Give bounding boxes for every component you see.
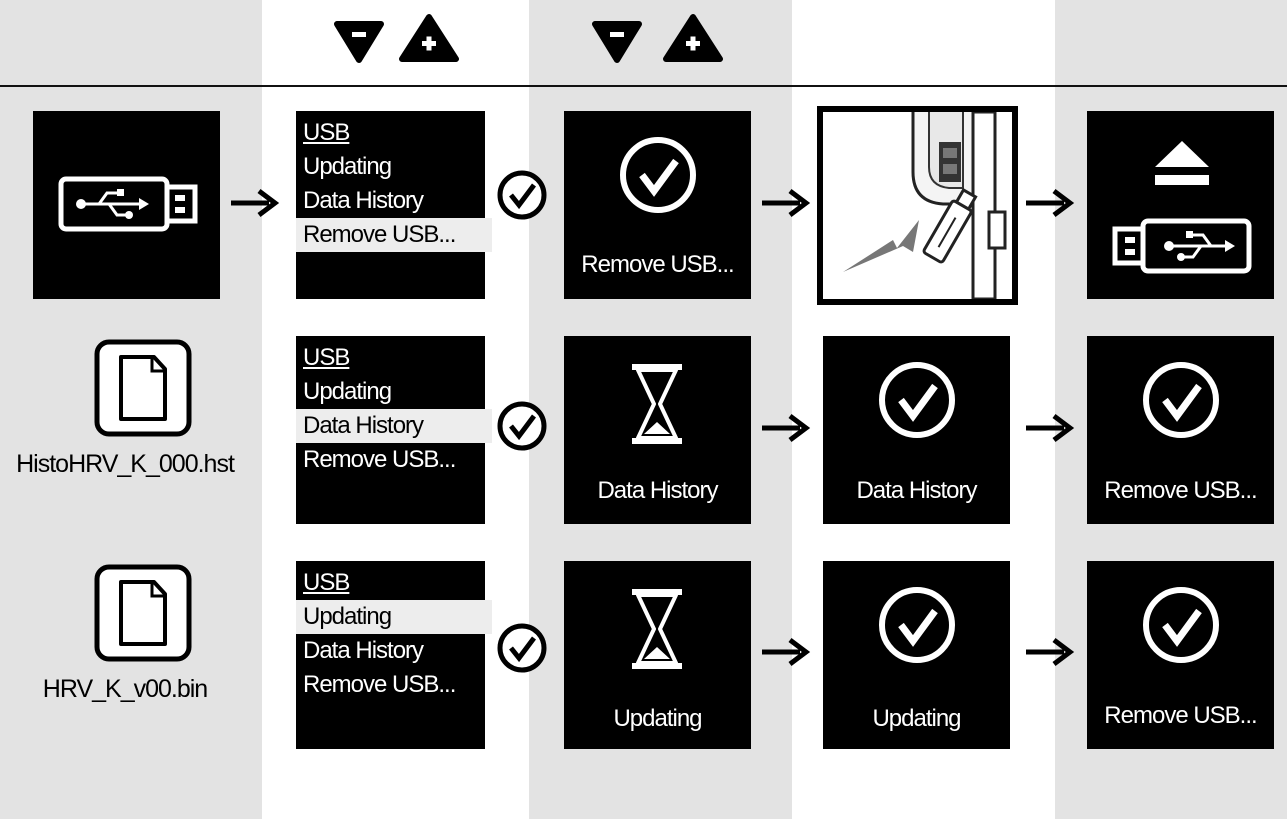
plus-button-icon bbox=[398, 13, 460, 63]
plus-button-icon bbox=[662, 13, 724, 63]
flow-arrow bbox=[1024, 636, 1076, 668]
usb-drive-panel bbox=[33, 111, 220, 299]
minus-button-icon bbox=[333, 18, 385, 63]
confirm-check-icon bbox=[496, 622, 548, 674]
usb-drive-icon bbox=[1112, 218, 1252, 274]
check-circle-icon bbox=[1143, 587, 1219, 663]
flow-arrow bbox=[760, 412, 812, 444]
menu-item-updating[interactable]: Updating bbox=[303, 378, 392, 405]
hourglass-icon bbox=[632, 364, 682, 444]
document-icon bbox=[94, 339, 192, 437]
flow-arrow bbox=[760, 636, 812, 668]
menu-title: USB bbox=[303, 569, 350, 596]
flow-arrow bbox=[1024, 412, 1076, 444]
menu-item-remove-usb[interactable]: Remove USB... bbox=[303, 446, 456, 473]
menu-item-remove-usb[interactable]: Remove USB... bbox=[296, 218, 492, 252]
menu-item-remove-usb[interactable]: Remove USB... bbox=[303, 671, 456, 698]
check-circle-icon bbox=[879, 587, 955, 663]
screen-label: Remove USB... bbox=[1104, 477, 1257, 504]
check-circle-icon bbox=[620, 137, 696, 213]
usb-menu-screen: USB Updating Data History Remove USB... bbox=[296, 561, 492, 749]
menu-item-data-history[interactable]: Data History bbox=[296, 409, 492, 443]
confirm-check-icon bbox=[496, 169, 548, 221]
file-name-label: HRV_K_v00.bin bbox=[42, 675, 208, 703]
screen-label: Updating bbox=[613, 705, 702, 732]
usb-drive-icon bbox=[58, 176, 198, 232]
eject-usb-screen bbox=[1087, 111, 1274, 299]
minus-button-icon bbox=[591, 18, 643, 63]
menu-item-data-history[interactable]: Data History bbox=[303, 187, 424, 214]
usb-menu-screen: USB Updating Data History Remove USB... bbox=[296, 111, 492, 299]
document-icon bbox=[94, 564, 192, 662]
header-divider bbox=[0, 85, 1287, 87]
check-circle-icon bbox=[1143, 362, 1219, 438]
screen-label: Remove USB... bbox=[1104, 702, 1257, 729]
flow-arrow bbox=[760, 187, 812, 219]
flow-arrow bbox=[229, 187, 281, 219]
menu-item-updating[interactable]: Updating bbox=[296, 600, 492, 634]
usb-menu-screen: USB Updating Data History Remove USB... bbox=[296, 336, 492, 524]
screen-label: Data History bbox=[856, 477, 977, 504]
menu-item-updating[interactable]: Updating bbox=[303, 153, 392, 180]
hourglass-icon bbox=[632, 589, 682, 669]
file-name-label: HistoHRV_K_000.hst bbox=[16, 450, 235, 478]
remove-usb-screen: Remove USB... bbox=[1087, 336, 1274, 524]
updating-progress-screen: Updating bbox=[564, 561, 751, 749]
screen-label: Data History bbox=[597, 477, 718, 504]
device-usb-removal-illustration bbox=[817, 106, 1018, 305]
data-history-done-screen: Data History bbox=[823, 336, 1010, 524]
menu-title: USB bbox=[303, 119, 350, 146]
remove-usb-screen: Remove USB... bbox=[1087, 561, 1274, 749]
screen-label: Updating bbox=[872, 705, 961, 732]
screen-label: Remove USB... bbox=[581, 251, 734, 278]
data-history-progress-screen: Data History bbox=[564, 336, 751, 524]
remove-usb-confirm-screen: Remove USB... bbox=[564, 111, 751, 299]
check-circle-icon bbox=[879, 362, 955, 438]
menu-item-data-history[interactable]: Data History bbox=[303, 637, 424, 664]
eject-icon bbox=[1155, 141, 1209, 185]
updating-done-screen: Updating bbox=[823, 561, 1010, 749]
menu-title: USB bbox=[303, 344, 350, 371]
confirm-check-icon bbox=[496, 400, 548, 452]
flow-arrow bbox=[1024, 187, 1076, 219]
